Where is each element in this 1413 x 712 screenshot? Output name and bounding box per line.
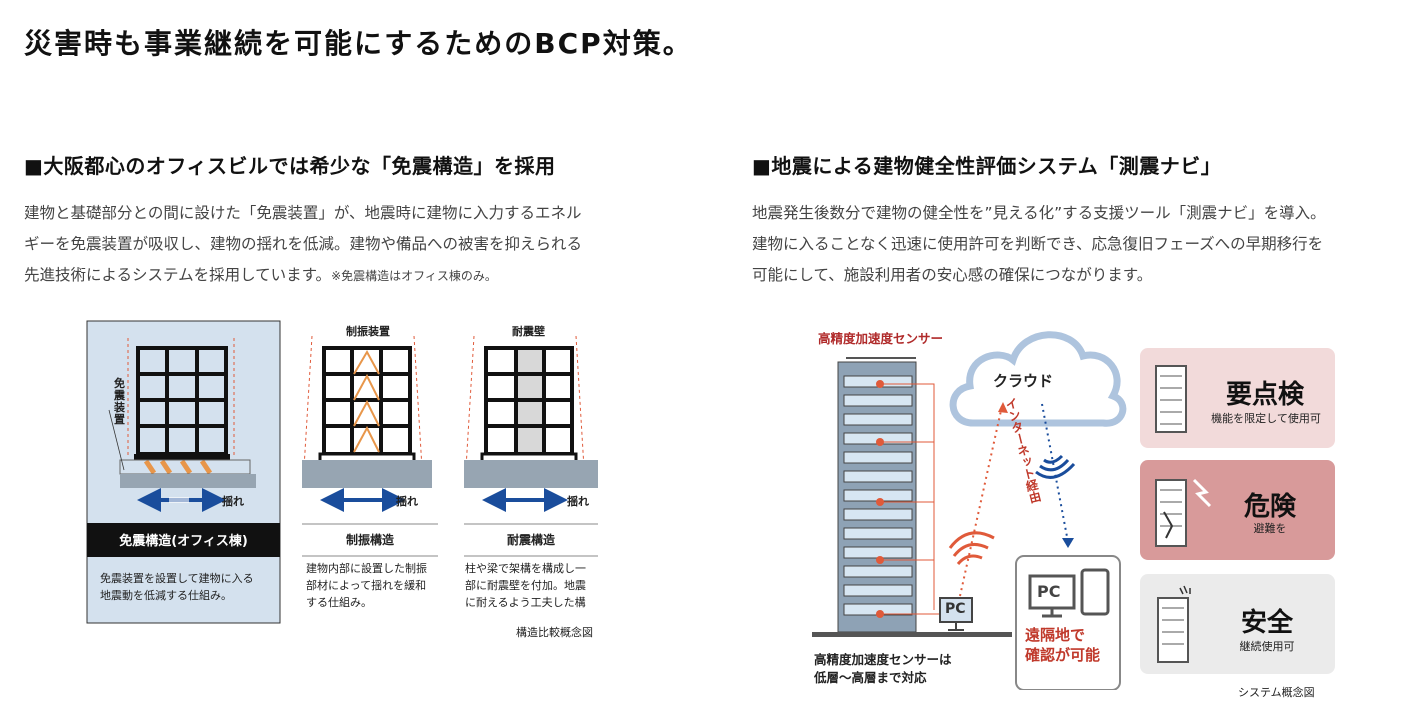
taishin-diagram xyxy=(464,335,598,557)
building-icon xyxy=(837,357,917,633)
sensor-note-line: 高精度加速度センサーは xyxy=(814,652,952,667)
shake-label: 揺れ xyxy=(222,495,244,508)
right-paragraph: 地震発生後数分で建物の健全性を”見える化”する支援ツール「測震ナビ」を導入。 建… xyxy=(752,198,1407,291)
right-para-line: 可能にして、施設利用者の安心感の確保につながります。 xyxy=(752,266,1153,284)
col2-desc-line: 部材によって揺れを緩和 xyxy=(306,579,427,592)
col1-desc-line: 免震装置を設置して建物に入る xyxy=(100,572,254,585)
sensor-note-line: 低層〜高層まで対応 xyxy=(814,670,927,685)
menshin-panel xyxy=(86,320,281,624)
col1-title: 免震構造(オフィス棟) xyxy=(119,534,248,549)
system-caption: システム概念図 xyxy=(1238,686,1315,699)
col3-desc-line: 柱や梁で架構を構成し一 xyxy=(465,562,586,575)
pc-large-label: PC xyxy=(1037,582,1061,601)
wifi-blue-icon xyxy=(1035,454,1076,479)
col2-title: 制振構造 xyxy=(345,533,394,547)
pc-icon xyxy=(939,597,973,631)
sensor-note: 高精度加速度センサーは 低層〜高層まで対応 xyxy=(814,651,952,687)
left-paragraph: 建物と基礎部分との間に設けた「免震装置」が、地震時に建物に入力するエネル ギーを… xyxy=(24,198,684,292)
seishin-diagram xyxy=(302,335,438,557)
col3-desc-line: に耐えるよう工夫した構 xyxy=(465,596,586,609)
col3-desc: 柱や梁で架構を構成し一 部に耐震壁を付加。地震 に耐えるよう工夫した構 xyxy=(465,560,586,611)
col1-desc: 免震装置を設置して建物に入る 地震動を低減する仕組み。 xyxy=(100,570,254,604)
left-para-line: 建物と基礎部分との間に設けた「免震装置」が、地震時に建物に入力するエネル xyxy=(24,204,582,222)
seishin-device-label: 制振装置 xyxy=(346,325,390,338)
card-safe-title: 安全 xyxy=(1240,608,1293,638)
system-diagram xyxy=(812,331,1127,690)
pc-small-label: PC xyxy=(945,601,966,617)
building-icon xyxy=(1157,585,1191,663)
left-para-note: ※免震構造はオフィス棟のみ。 xyxy=(331,269,497,283)
status-card-safe: 安全 継続使用可 xyxy=(1140,574,1335,674)
damaged-building-icon xyxy=(1155,478,1212,547)
shake-label: 揺れ xyxy=(567,495,589,508)
cloud-icon xyxy=(949,331,1127,427)
wifi-red-icon xyxy=(948,531,995,566)
left-para-line: 先進技術によるシステムを採用しています。※免震構造はオフィス棟のみ。 xyxy=(24,260,684,292)
card-danger-title: 危険 xyxy=(1243,492,1296,522)
right-heading: ■地震による建物健全性評価システム「測震ナビ」 xyxy=(752,154,1222,178)
building-icon xyxy=(1155,365,1187,433)
structure-comparison-diagram xyxy=(86,320,598,624)
structure-caption: 構造比較概念図 xyxy=(516,626,593,639)
status-card-inspect: 要点検 機能を限定して使用可 xyxy=(1140,348,1335,448)
menshin-device-label: 免震装置 xyxy=(114,377,125,426)
card-safe-sub: 継続使用可 xyxy=(1239,640,1295,653)
sensor-label: 高精度加速度センサー xyxy=(818,331,944,346)
left-heading: ■大阪都心のオフィスビルでは希少な「免震構造」を採用 xyxy=(24,154,556,178)
card-inspect-title: 要点検 xyxy=(1225,380,1304,410)
remote-label-line: 遠隔地で xyxy=(1025,626,1086,644)
remote-label: 遠隔地で 確認が可能 xyxy=(1025,625,1100,665)
remote-label-line: 確認が可能 xyxy=(1025,646,1101,664)
card-inspect-sub: 機能を限定して使用可 xyxy=(1211,412,1321,425)
remote-device-box xyxy=(1015,555,1121,690)
right-para-line: 地震発生後数分で建物の健全性を”見える化”する支援ツール「測震ナビ」を導入。 xyxy=(752,204,1326,222)
col2-desc-line: 建物内部に設置した制振 xyxy=(306,562,427,575)
col3-title: 耐震構造 xyxy=(506,533,555,547)
col3-desc-line: 部に耐震壁を付加。地震 xyxy=(465,579,586,592)
left-para-text: 先進技術によるシステムを採用しています。 xyxy=(24,266,332,284)
left-para-line: ギーを免震装置が吸収し、建物の揺れを低減。建物や備品への被害を抑えられる xyxy=(24,235,583,253)
right-para-line: 建物に入ることなく迅速に使用許可を判断でき、応急復旧フェーズへの早期移行を xyxy=(752,235,1324,253)
shake-label: 揺れ xyxy=(396,495,418,508)
card-danger-sub: 避難を xyxy=(1253,522,1287,535)
status-card-danger: 危険 避難を xyxy=(1140,460,1335,560)
col1-desc-line: 地震動を低減する仕組み。 xyxy=(100,589,232,602)
col2-desc: 建物内部に設置した制振 部材によって揺れを緩和 する仕組み。 xyxy=(306,560,427,611)
cloud-label: クラウド xyxy=(993,372,1054,390)
taishin-wall-label: 耐震壁 xyxy=(512,325,545,338)
page-title: 災害時も事業継続を可能にするためのBCP対策。 xyxy=(24,27,693,60)
col2-desc-line: する仕組み。 xyxy=(306,596,372,609)
